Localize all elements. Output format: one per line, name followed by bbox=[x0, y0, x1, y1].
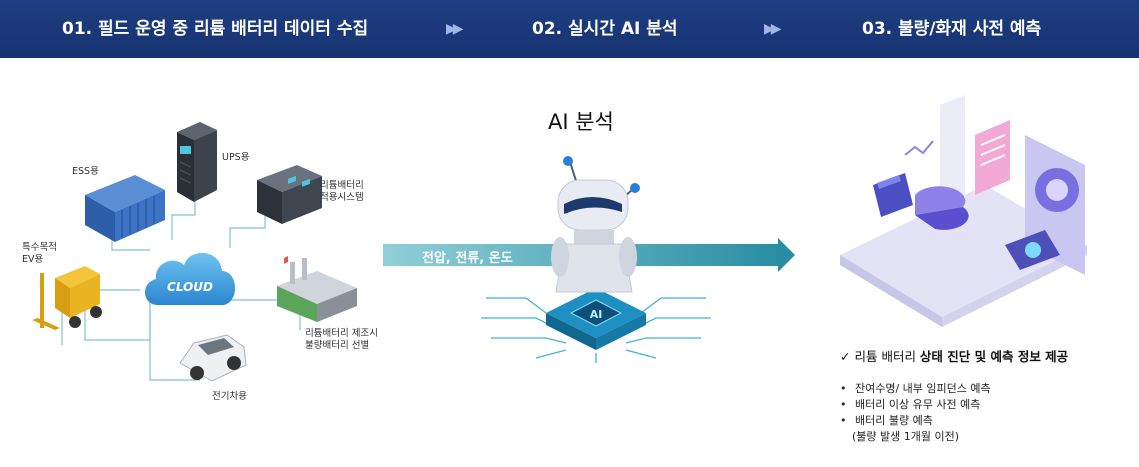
step-arrow-icon: ▶▶ bbox=[764, 21, 781, 37]
chip-label: AI bbox=[590, 308, 603, 321]
list-item-note: (불량 발생 1개월 이전) bbox=[852, 430, 960, 443]
dashboard-illustration bbox=[840, 95, 1087, 327]
ai-robot-icon bbox=[551, 156, 640, 293]
forklift-icon bbox=[32, 266, 102, 330]
step-3-title: 03. 불량/화재 사전 예측 bbox=[862, 19, 1042, 39]
ai-analysis-title: AI 분석 bbox=[548, 110, 614, 134]
step-1-title: 01. 필드 운영 중 리튬 배터리 데이터 수집 bbox=[62, 19, 369, 39]
cloud-label: CLOUD bbox=[167, 280, 213, 294]
ups-server-icon bbox=[177, 122, 217, 202]
process-header: 01. 필드 운영 중 리튬 배터리 데이터 수집 ▶▶ 02. 실시간 AI … bbox=[0, 0, 1139, 58]
list-item: •잔여수명/ 내부 임피던스 예측 bbox=[840, 382, 991, 395]
electric-car-icon bbox=[179, 334, 247, 382]
flow-label: 전압, 전류, 온도 bbox=[422, 251, 513, 266]
step-arrow-icon: ▶▶ bbox=[446, 21, 463, 37]
ess-label: ESS용 bbox=[72, 166, 99, 177]
bullet-icon: • bbox=[840, 414, 847, 427]
circuit-board-icon: AI bbox=[481, 267, 711, 363]
list-item: •배터리 불량 예측 bbox=[840, 414, 933, 427]
list-item: •배터리 이상 유무 사전 예측 bbox=[840, 398, 981, 411]
cloud-icon: CLOUD bbox=[144, 252, 236, 305]
battery-system-icon bbox=[257, 165, 322, 224]
ess-container-icon bbox=[85, 175, 165, 242]
ups-label: UPS용 bbox=[222, 152, 250, 163]
check-icon: ✓ bbox=[840, 349, 851, 364]
ev-label: 전기차용 bbox=[212, 391, 247, 402]
bullet-icon: • bbox=[840, 382, 847, 395]
step-2-title: 02. 실시간 AI 분석 bbox=[532, 19, 678, 39]
summary-emphasis: 상태 진단 및 예측 정보 제공 bbox=[919, 349, 1069, 364]
summary-prefix: 리튬 배터리 bbox=[854, 349, 920, 364]
bullet-icon: • bbox=[840, 398, 847, 411]
prediction-list: •잔여수명/ 내부 임피던스 예측 •배터리 이상 유무 사전 예측 •배터리 … bbox=[840, 381, 991, 445]
summary-line: ✓ 리튬 배터리 상태 진단 및 예측 정보 제공 bbox=[840, 346, 1068, 365]
factory-icon bbox=[277, 256, 357, 322]
